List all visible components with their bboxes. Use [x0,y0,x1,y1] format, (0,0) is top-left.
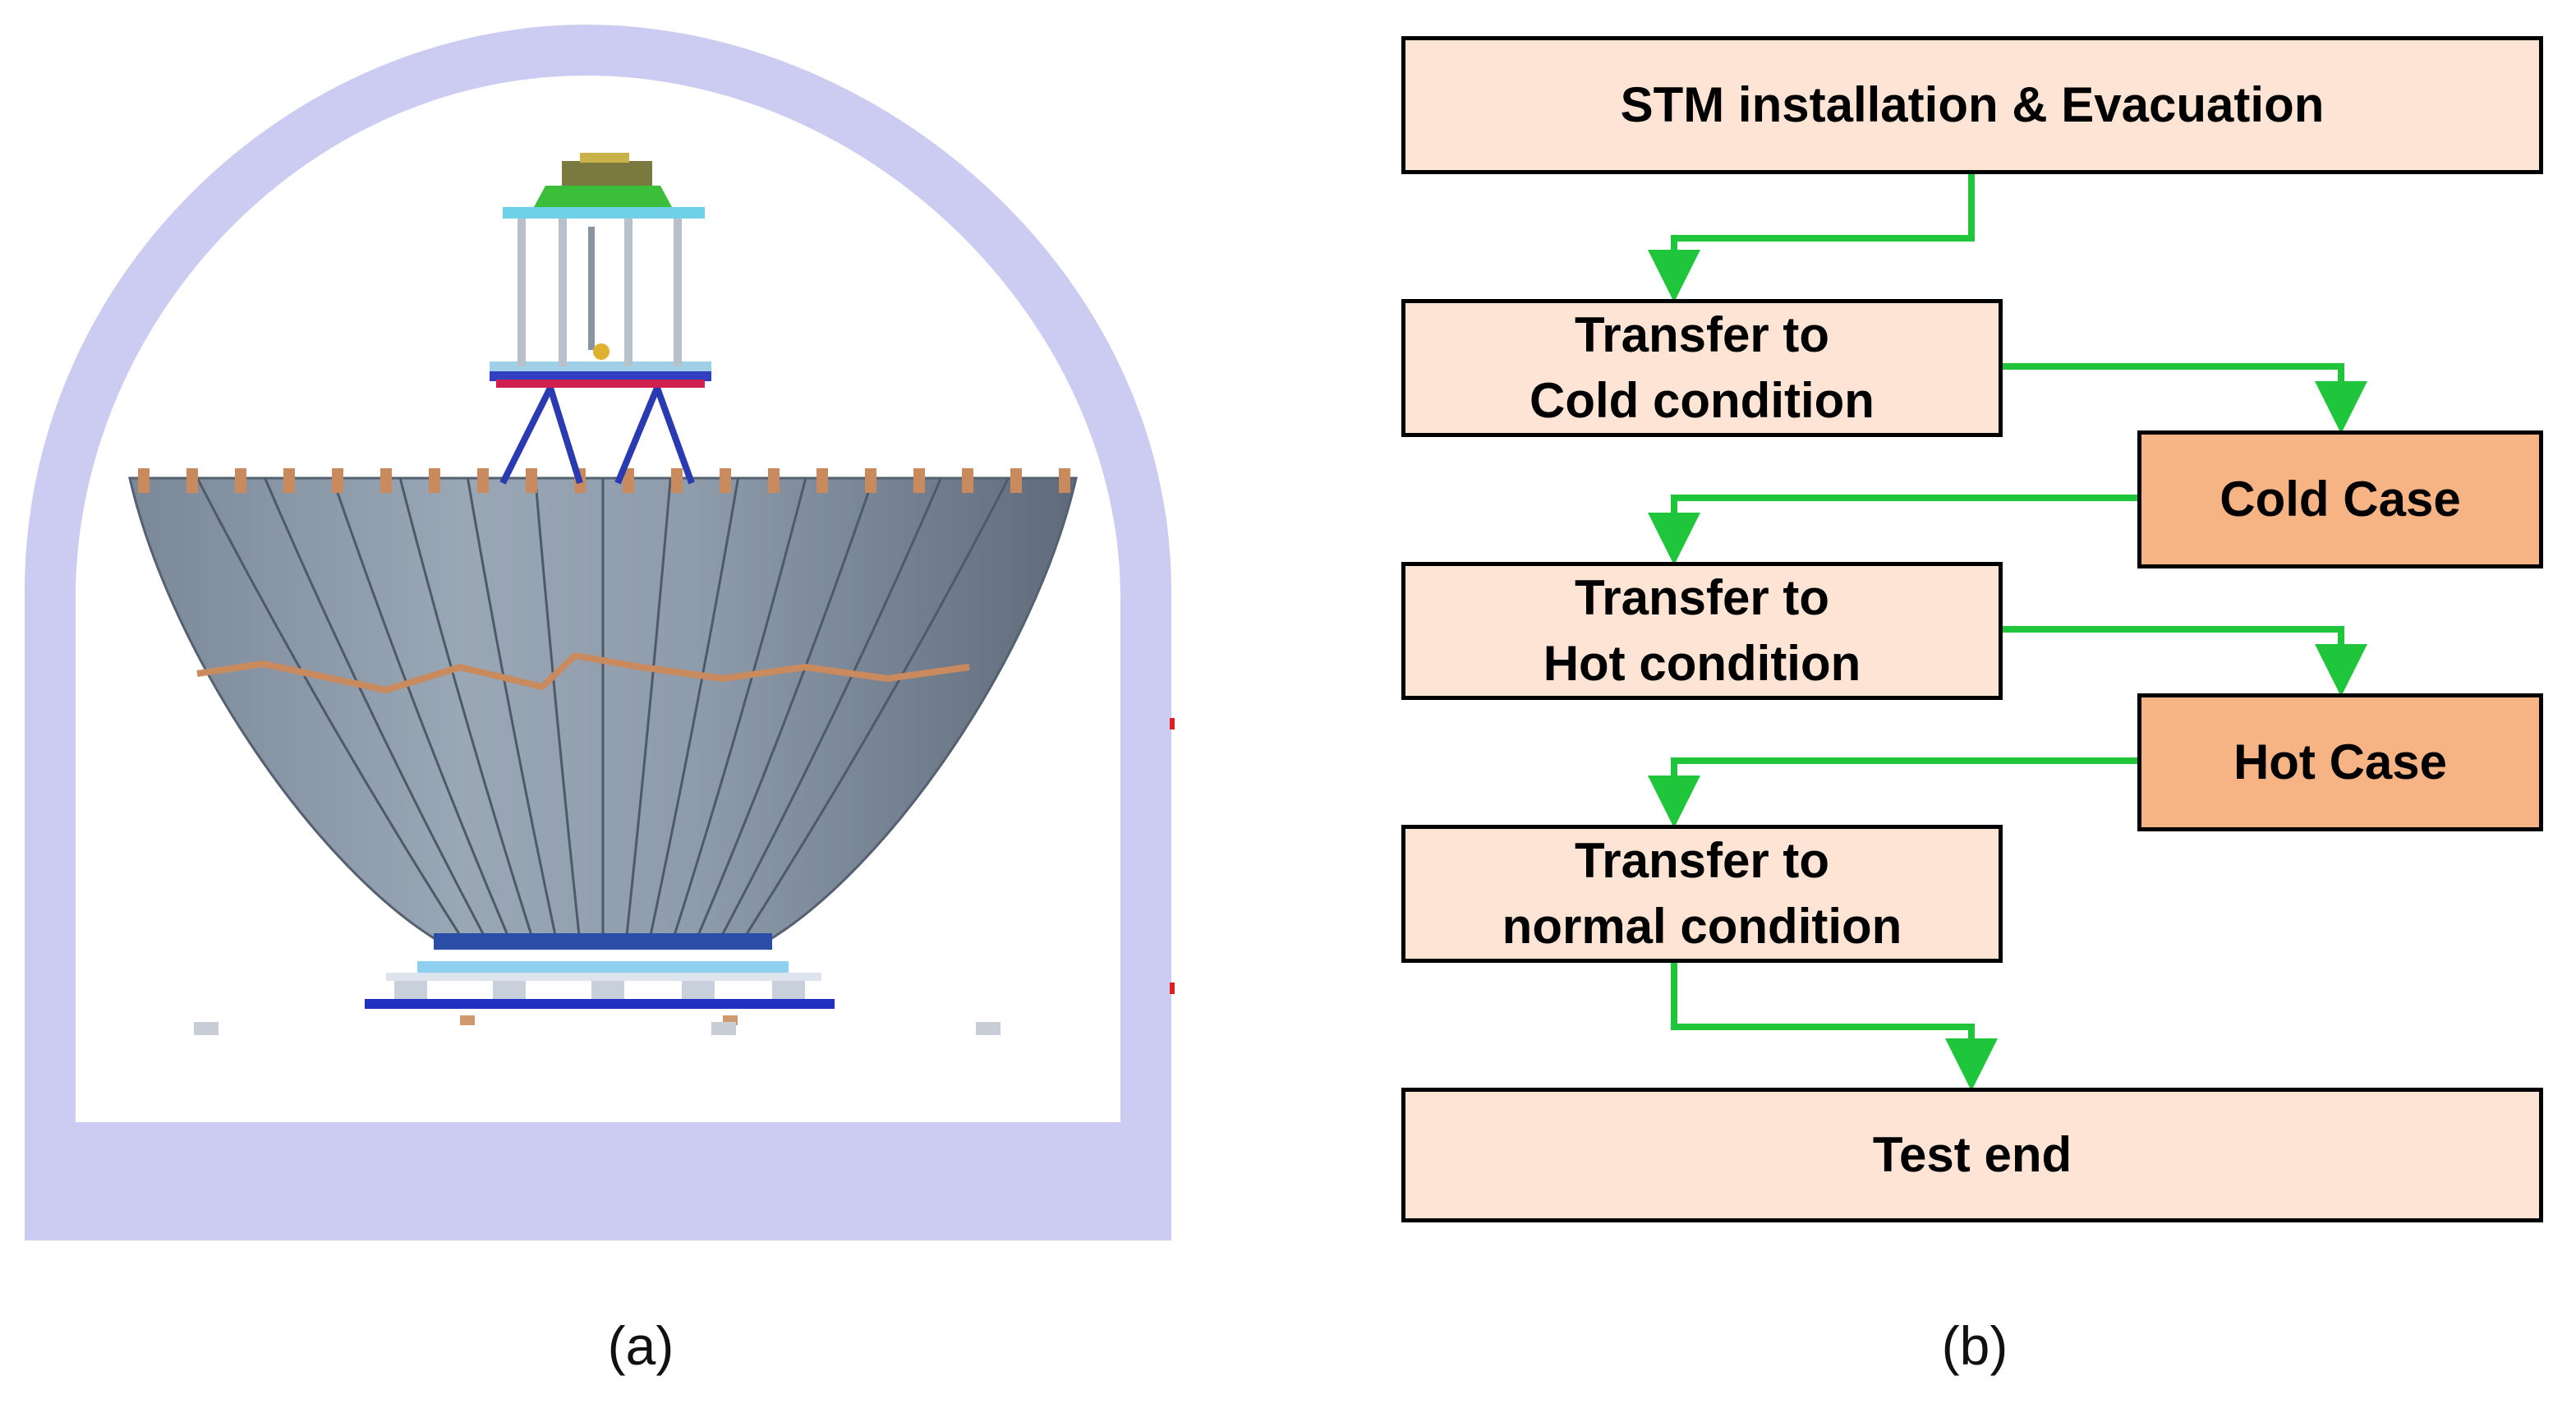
arrow-transfer-normal-to-test-end [1671,961,1998,1091]
floor-feet [194,1022,1000,1035]
box-cold-case: Cold Case [2137,430,2543,568]
panel-seam [739,477,1010,944]
rim-bracket [1010,468,1022,493]
panel-seam [196,477,467,944]
rim-bracket [623,468,634,493]
rim-bracket [1059,468,1070,493]
panel-seam [624,477,672,944]
box-test-end: Test end [1401,1088,2543,1222]
top-fixture [490,153,711,388]
arrow-stm-to-transfer-cold [1648,174,1975,302]
rim-bracket [913,468,925,493]
panel-seams [196,477,1010,944]
arrow-transfer-cold-to-cold-case [2001,363,2367,434]
panel-seam [534,477,582,944]
rim-bracket [720,468,731,493]
support-struts [499,386,695,485]
panel-seam [466,477,559,944]
panel-seam [693,477,875,944]
rim-bracket [138,468,150,493]
rim-bracket [865,468,876,493]
sublabel-a: (a) [607,1315,674,1376]
panel-seam [398,477,536,944]
sublabel-b: (b) [1941,1315,2008,1376]
box-hot-case: Hot Case [2137,693,2543,831]
rim-bracket [283,468,295,493]
rim-bracket [671,468,683,493]
panel-seam [716,477,942,944]
panel-seam [331,477,513,944]
rim-bracket [477,468,489,493]
cable-harness [196,651,970,694]
rim-bracket [768,468,780,493]
marker [1170,718,1175,730]
arrow-hot-case-to-transfer-normal [1648,757,2139,828]
arrow-transfer-hot-to-hot-case [2001,626,2367,697]
rim-bracket [526,468,537,493]
rim-brackets [138,468,1070,493]
panel-seam [670,477,807,944]
rim-bracket [186,468,198,493]
arrow-cold-case-to-transfer-hot [1648,495,2139,565]
base-fixture [365,933,835,1025]
panel-a-illustration: (a) [0,0,1281,1413]
chamber-illustration [25,25,1175,1240]
panel-b-flowchart: STM installation & Evacuation Transfer t… [1281,0,2576,1413]
rim-bracket [235,468,246,493]
rim-bracket [380,468,392,493]
panel-seam [647,477,740,944]
rim-bracket [332,468,343,493]
flow-arrows [1648,174,2367,1091]
box-stm-installation: STM installation & Evacuation [1401,36,2543,174]
marker [1170,983,1175,994]
rim-bracket [816,468,828,493]
rim-bracket [962,468,973,493]
harness-cable [196,651,970,694]
panel-seam [264,477,490,944]
rim-bracket [429,468,440,493]
